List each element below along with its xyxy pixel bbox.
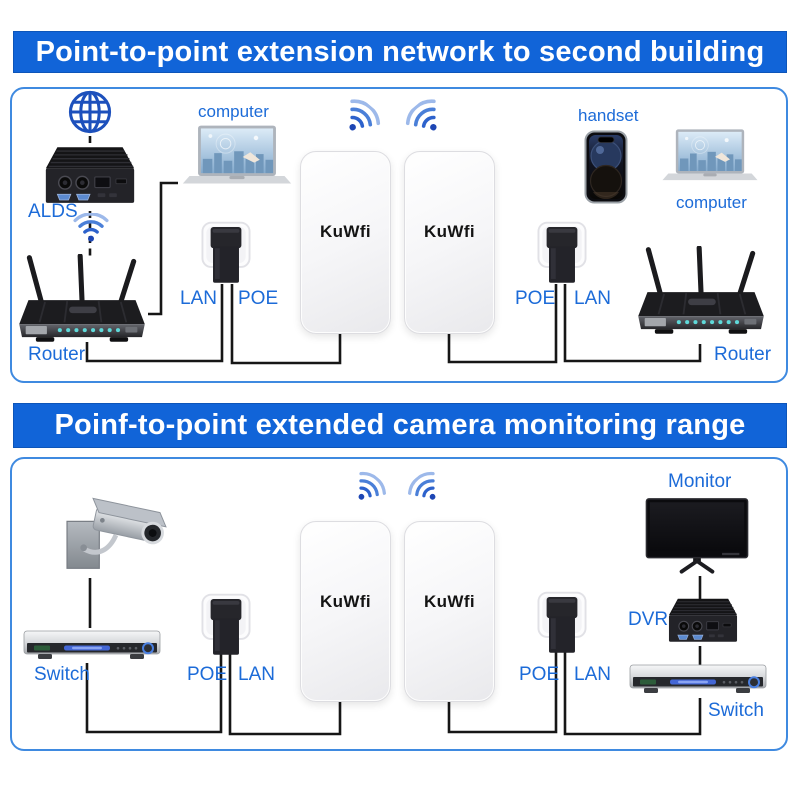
laptop-icon	[180, 124, 294, 188]
poe-injector-icon	[201, 592, 251, 658]
bridge-logo: KuWfi	[319, 592, 372, 611]
router-icon	[14, 254, 150, 350]
alds-label: ALDS	[28, 201, 78, 222]
switch-right-label: Switch	[708, 700, 764, 721]
lan-left-label: LAN	[180, 288, 217, 309]
bridge-device: KuWfi	[300, 521, 391, 702]
poe-injector-icon	[537, 221, 587, 285]
router-right-label: Router	[714, 344, 772, 365]
bridge-device: KuWfi	[404, 521, 495, 702]
poe-injector-icon	[201, 221, 251, 285]
poe-right-label: POE	[519, 664, 560, 685]
switch-icon	[628, 662, 768, 698]
bridge-device: KuWfi	[404, 151, 495, 334]
lan-right-label: LAN	[574, 664, 611, 685]
handset-label: handset	[578, 106, 639, 125]
wifi-icon	[73, 213, 109, 243]
bridge-device: KuWfi	[300, 151, 391, 334]
globe-icon	[67, 89, 113, 135]
lan-left-label: LAN	[238, 664, 275, 685]
laptop-icon	[660, 126, 760, 186]
dvr-label: DVR	[628, 609, 669, 630]
phone-icon	[584, 130, 628, 204]
poe-left-label: POE	[187, 664, 228, 685]
bridge-logo: KuWfi	[423, 222, 476, 241]
poe-injector-icon	[537, 590, 587, 656]
router-left-label: Router	[28, 344, 86, 365]
bottom-banner-title: Poinf-to-point extended camera monitorin…	[13, 403, 787, 448]
lan-right-label: LAN	[574, 288, 611, 309]
switch-left-label: Switch	[34, 664, 90, 685]
computer-right-label: computer	[676, 193, 747, 212]
dvr-mini-pc-icon	[666, 597, 740, 645]
monitor-label: Monitor	[668, 471, 732, 492]
bridge-logo: KuWfi	[319, 222, 372, 241]
monitor-icon	[645, 496, 749, 576]
router-icon	[636, 246, 766, 342]
computer-left-label: computer	[198, 102, 269, 121]
poe-right-label: POE	[515, 288, 556, 309]
camera-icon	[56, 492, 170, 582]
alds-mini-pc-icon	[42, 145, 138, 207]
top-banner-title: Point-to-point extension network to seco…	[13, 31, 787, 73]
poe-left-label: POE	[238, 288, 279, 309]
bridge-logo: KuWfi	[423, 592, 476, 611]
switch-icon	[22, 628, 162, 664]
